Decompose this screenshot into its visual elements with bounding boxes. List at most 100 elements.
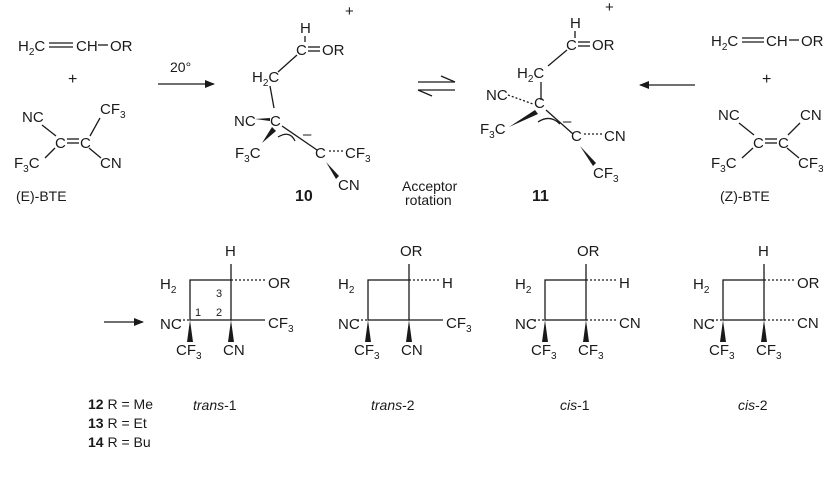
e-bte-structure: NC CF3 C C F3C CN bbox=[14, 101, 126, 175]
svg-text:CF3: CF3 bbox=[578, 342, 604, 362]
product-label-trans-1: trans-1 bbox=[193, 397, 237, 413]
svg-text:NC: NC bbox=[160, 316, 182, 333]
svg-text:3: 3 bbox=[216, 288, 222, 300]
equilibrium-arrows bbox=[417, 75, 456, 97]
svg-text:CH: CH bbox=[76, 38, 98, 55]
svg-text:F3C: F3C bbox=[480, 121, 506, 141]
z-bte-reactants: H2C CH OR + NC CN C C F3C CF3 (Z)-BTE bbox=[711, 33, 824, 204]
plus-sign-right: + bbox=[762, 71, 771, 88]
intermediate-10-label: 10 bbox=[295, 188, 313, 205]
intermediate-11-label: 11 bbox=[532, 188, 549, 205]
svg-text:1: 1 bbox=[195, 307, 201, 319]
svg-text:OR: OR bbox=[592, 37, 615, 54]
svg-text:H2C: H2C bbox=[18, 38, 45, 58]
svg-text:CF3: CF3 bbox=[593, 165, 619, 185]
svg-text:H: H bbox=[570, 15, 581, 32]
svg-text:C: C bbox=[534, 95, 545, 112]
legend-item: 13 R = Et bbox=[88, 415, 147, 431]
svg-text:H: H bbox=[758, 243, 769, 260]
legend-item: 12 R = Me bbox=[88, 396, 153, 412]
product-cis-1: H2 OR H NC CN CF3 CF3 bbox=[515, 243, 641, 362]
svg-text:H2C: H2C bbox=[711, 33, 738, 53]
svg-text:CN: CN bbox=[338, 177, 360, 194]
svg-text:C: C bbox=[80, 135, 91, 152]
svg-text:CF3: CF3 bbox=[446, 315, 472, 335]
svg-text:CF3: CF3 bbox=[268, 315, 294, 335]
svg-text:H: H bbox=[225, 243, 236, 260]
svg-text:C: C bbox=[296, 42, 307, 59]
svg-text:NC: NC bbox=[718, 107, 740, 124]
svg-text:CF3: CF3 bbox=[345, 145, 371, 165]
reaction-arrow-20: 20° bbox=[158, 59, 215, 88]
svg-text:C: C bbox=[778, 135, 789, 152]
svg-text:H2C: H2C bbox=[517, 65, 544, 85]
svg-text:CF3: CF3 bbox=[100, 101, 126, 121]
product-label-cis-1: cis-1 bbox=[560, 397, 590, 413]
e-bte-reactants: H2C CH OR + NC CF3 C C F3C CN (E)-BTE bbox=[14, 38, 133, 204]
svg-text:C: C bbox=[55, 135, 66, 152]
svg-text:OR: OR bbox=[801, 33, 824, 50]
svg-text:CF3: CF3 bbox=[531, 342, 557, 362]
svg-text:CN: CN bbox=[797, 315, 819, 332]
svg-text:H: H bbox=[619, 275, 630, 292]
svg-text:2: 2 bbox=[216, 307, 222, 319]
rotation-label: rotation bbox=[405, 192, 452, 208]
svg-text:NC: NC bbox=[515, 316, 537, 333]
svg-text:OR: OR bbox=[400, 243, 423, 260]
svg-text:+: + bbox=[605, 0, 614, 16]
svg-text:F3C: F3C bbox=[711, 155, 737, 175]
product-cis-2: H2 H OR NC CN CF3 CF3 bbox=[693, 243, 820, 362]
svg-text:+: + bbox=[345, 3, 354, 20]
svg-text:H2: H2 bbox=[160, 276, 177, 296]
svg-text:CN: CN bbox=[223, 342, 245, 359]
svg-text:C: C bbox=[753, 135, 764, 152]
vinyl-ether-left: H2C CH OR bbox=[18, 38, 133, 58]
svg-text:CH: CH bbox=[766, 33, 788, 50]
svg-text:NC: NC bbox=[693, 316, 715, 333]
svg-text:CN: CN bbox=[604, 128, 626, 145]
svg-text:CF3: CF3 bbox=[756, 342, 782, 362]
product-trans-1: H2 H OR NC CF3 CF3 CN 3 1 2 bbox=[160, 243, 294, 362]
product-label-cis-2: cis-2 bbox=[738, 397, 768, 413]
svg-text:CF3: CF3 bbox=[176, 342, 202, 362]
svg-text:OR: OR bbox=[322, 42, 345, 59]
svg-text:C: C bbox=[270, 113, 281, 130]
legend-item: 14 R = Bu bbox=[88, 434, 151, 450]
svg-text:NC: NC bbox=[234, 113, 256, 130]
svg-text:F3C: F3C bbox=[14, 155, 40, 175]
svg-text:OR: OR bbox=[268, 275, 291, 292]
svg-text:OR: OR bbox=[577, 243, 600, 260]
product-label-trans-2: trans-2 bbox=[371, 397, 415, 413]
svg-text:CF3: CF3 bbox=[709, 342, 735, 362]
svg-text:CN: CN bbox=[619, 315, 641, 332]
temperature-label: 20° bbox=[170, 59, 191, 75]
svg-text:H2C: H2C bbox=[252, 69, 279, 89]
svg-text:–: – bbox=[303, 126, 312, 143]
svg-text:F3C: F3C bbox=[235, 145, 261, 165]
svg-text:NC: NC bbox=[338, 316, 360, 333]
svg-text:–: – bbox=[563, 113, 572, 130]
svg-text:H2: H2 bbox=[515, 276, 532, 296]
svg-text:NC: NC bbox=[486, 87, 508, 104]
svg-text:C: C bbox=[571, 128, 582, 145]
svg-text:H2: H2 bbox=[338, 276, 355, 296]
svg-text:C: C bbox=[566, 37, 577, 54]
vinyl-ether-right: H2C CH OR bbox=[711, 33, 824, 53]
svg-text:C: C bbox=[315, 145, 326, 162]
svg-text:CN: CN bbox=[401, 342, 423, 359]
svg-text:OR: OR bbox=[110, 38, 133, 55]
svg-text:CN: CN bbox=[100, 155, 122, 172]
zwitterion-11: H + C OR H2C NC C F3C – C CN CF3 bbox=[480, 0, 626, 185]
product-trans-2: H2 OR H NC CF3 CF3 CN bbox=[338, 243, 472, 362]
r-group-legend: 12 R = Me 13 R = Et 14 R = Bu bbox=[88, 396, 153, 450]
svg-text:CF3: CF3 bbox=[354, 342, 380, 362]
svg-text:OR: OR bbox=[797, 275, 820, 292]
acceptor-label: Acceptor bbox=[402, 178, 458, 194]
z-bte-structure: NC CN C C F3C CF3 bbox=[711, 107, 824, 175]
z-bte-label: (Z)-BTE bbox=[720, 188, 770, 204]
svg-text:CN: CN bbox=[800, 107, 822, 124]
e-bte-label: (E)-BTE bbox=[16, 188, 67, 204]
svg-text:CF3: CF3 bbox=[798, 155, 824, 175]
zwitterion-10: H + C OR H2C NC C F3C – C CF3 CN bbox=[234, 3, 371, 194]
